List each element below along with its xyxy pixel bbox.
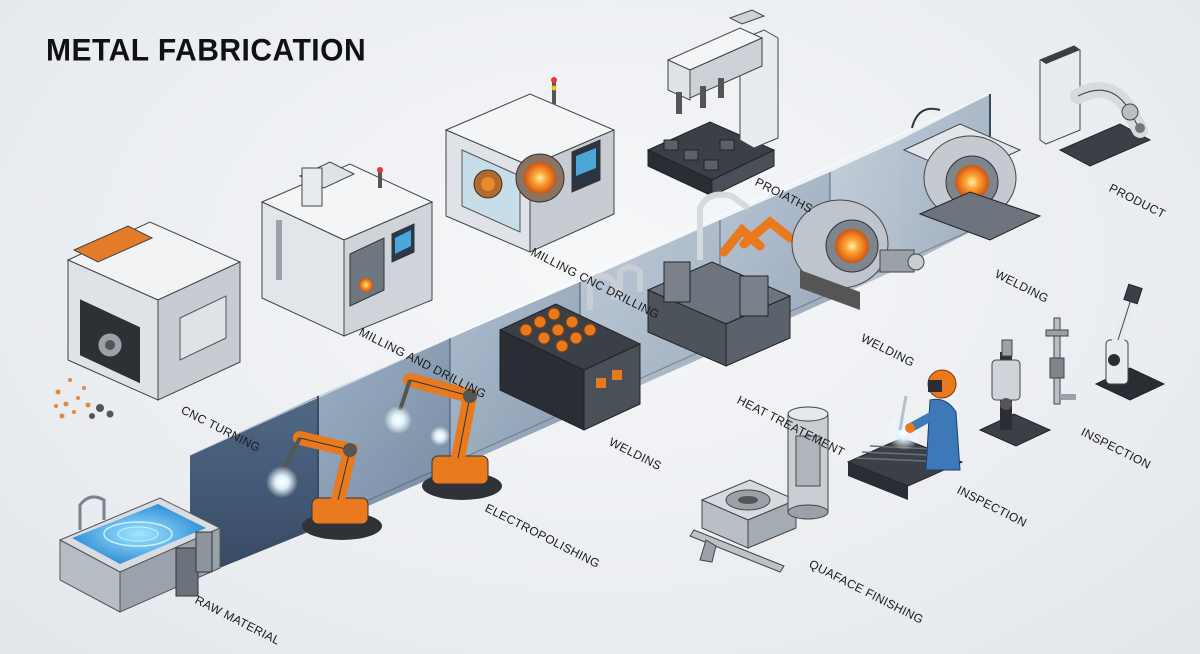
caliper-icon — [1045, 317, 1076, 405]
drill-press-icon — [646, 9, 779, 197]
mill-icon — [260, 161, 434, 337]
product-machine-icon — [1039, 45, 1152, 167]
microscope-icon — [978, 339, 1052, 447]
robot-arm-icon — [384, 373, 502, 500]
caliper-icon — [689, 406, 829, 573]
welder-icon — [846, 369, 964, 500]
robot-arm-icon — [266, 431, 382, 540]
page-title: METAL FABRICATION — [46, 33, 367, 68]
electro-bath-icon — [498, 264, 643, 431]
cnc-drill-icon — [444, 77, 616, 253]
heat-treatment-icon — [646, 191, 795, 367]
water-tank-icon — [58, 495, 222, 613]
furnace-icon — [791, 199, 925, 310]
furnace-icon — [902, 107, 1042, 241]
microscope-icon — [1094, 283, 1166, 401]
lathe-icon — [54, 221, 242, 419]
